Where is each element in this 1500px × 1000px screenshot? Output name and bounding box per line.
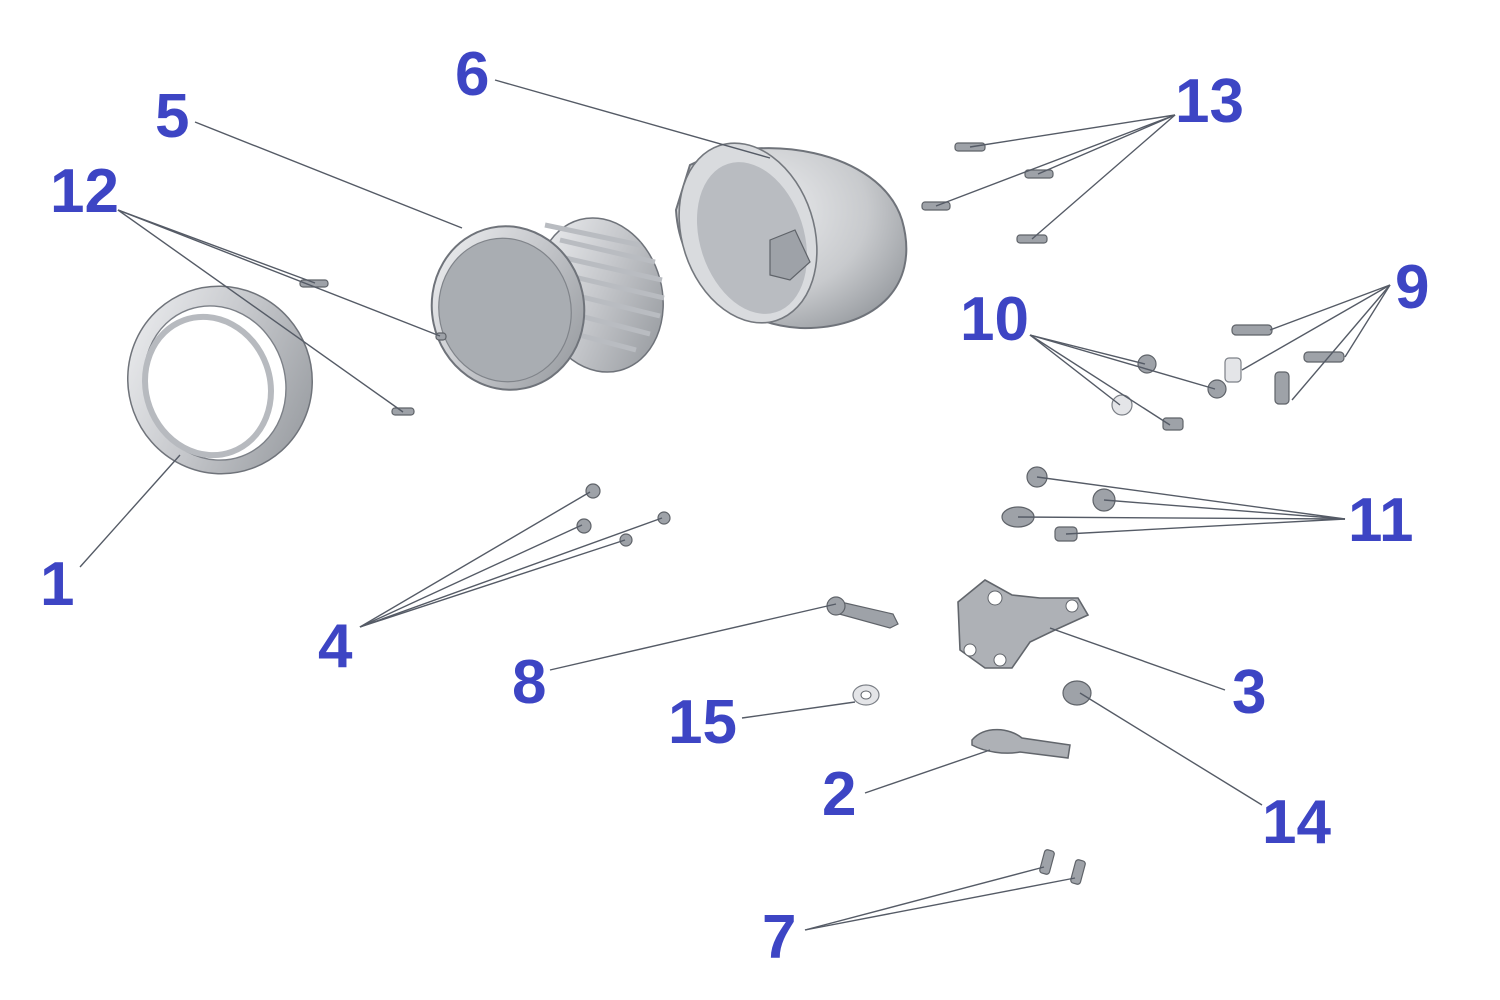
leader-2 [864,749,991,794]
part-bracket-3 [957,579,1090,669]
callout-5: 5 [155,82,189,151]
part-trim-ring [127,285,313,475]
leader-14 [1079,692,1263,806]
leader-13 [935,114,1176,240]
callout-2: 2 [822,760,856,829]
part-nuts-10 [1111,354,1227,431]
part-grommets-11 [1001,466,1116,542]
callout-3: 3 [1232,658,1266,727]
leader-9 [1241,284,1391,401]
callout-14: 14 [1262,788,1331,857]
leader-1 [79,454,181,568]
part-headlight-unit [430,217,665,391]
leader-lines [79,79,1391,931]
part-clamp-2 [971,728,1071,759]
part-headlight-shell [674,142,908,330]
callout-7: 7 [762,903,796,972]
callout-12: 12 [50,157,119,226]
part-washer-15 [852,684,880,706]
callout-13: 13 [1175,67,1244,136]
callout-8: 8 [512,648,546,717]
leader-7 [804,866,1076,931]
leader-4 [359,491,663,628]
leader-11 [1017,476,1346,535]
callout-4: 4 [318,612,353,681]
callout-15: 15 [668,688,737,757]
part-screws-12 [299,279,447,416]
callout-1: 1 [40,550,74,619]
callout-9: 9 [1395,253,1429,322]
leader-6 [494,79,771,159]
leader-10 [1029,334,1216,426]
part-screws-7 [1039,849,1086,885]
callout-10: 10 [960,285,1029,354]
part-bolts-13 [921,142,1054,244]
leader-12 [117,209,441,413]
leader-5 [194,121,463,229]
part-pin-8 [826,596,899,629]
callout-labels: 1 2 3 4 5 6 7 8 9 10 11 12 13 14 15 [40,40,1429,972]
part-bolts-9 [1224,324,1345,405]
part-nut-14 [1062,680,1092,706]
callout-11: 11 [1348,486,1414,555]
leader-15 [741,701,856,719]
callout-6: 6 [455,40,489,109]
leader-8 [549,603,837,671]
leader-3 [1049,627,1226,691]
part-nuts-4 [576,483,671,547]
